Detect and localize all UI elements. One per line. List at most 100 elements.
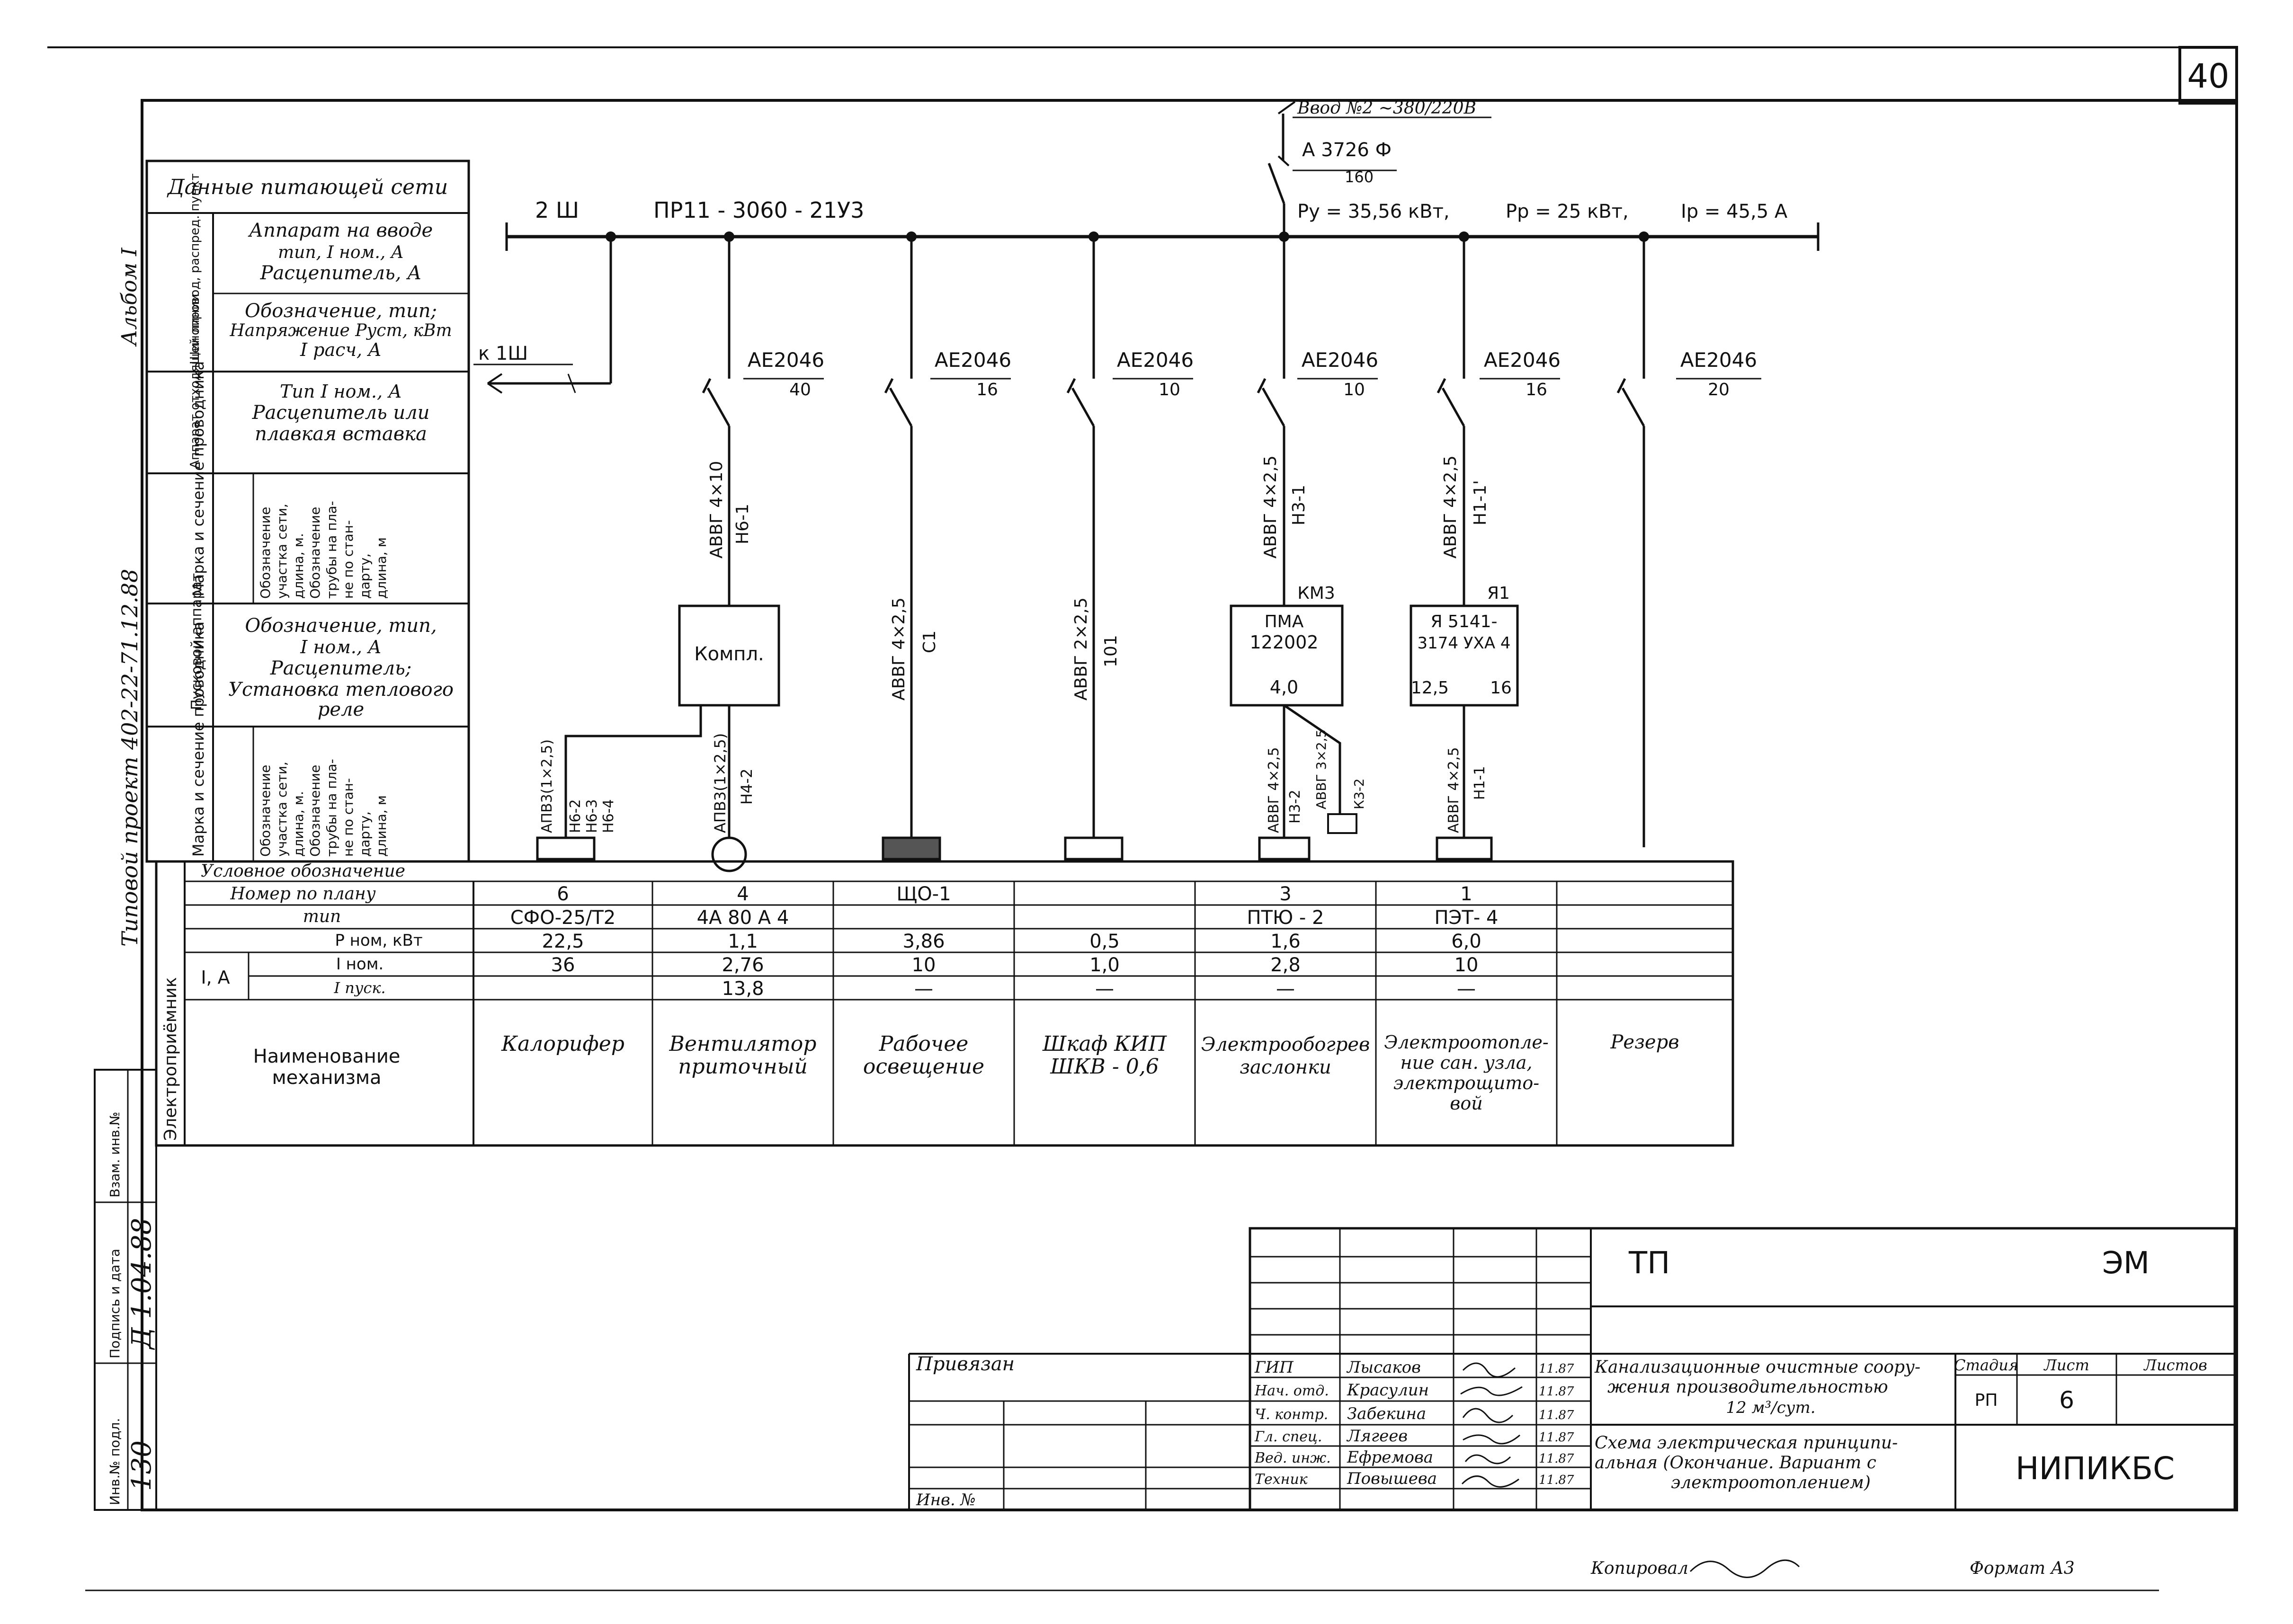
- mech-col-3-l2: освещение: [863, 1055, 984, 1079]
- feeder-1sh-label: к 1Ш: [478, 343, 528, 364]
- istart-col-2: 13,8: [722, 978, 764, 1000]
- breaker-3: АЕ2046: [1117, 348, 1194, 372]
- starter-row-l2: I ном., А: [300, 637, 382, 657]
- column-plan-no: 6 4 ЩО-1 3 1: [557, 883, 1472, 905]
- signature: [1461, 1475, 1519, 1488]
- tb-role-2: Нач. отд.: [1254, 1383, 1329, 1399]
- tb-name-4: Лягеев: [1346, 1427, 1408, 1446]
- mech-col-4-l2: ШКВ - 0,6: [1050, 1055, 1159, 1079]
- inom-col-6: 10: [1454, 954, 1479, 976]
- pma-cable2-c: АВВГ 3×2,5: [1313, 729, 1329, 809]
- motor-symbol: [711, 836, 747, 872]
- receiver-table: Электроприёмник Условное обозначение Ном…: [155, 860, 1734, 1147]
- inom-col-4: 1,0: [1089, 954, 1120, 976]
- cable2-row-text-8: длина, м: [374, 795, 389, 857]
- signature: [1464, 1454, 1511, 1464]
- tb-object-l2: жения производительностью: [1607, 1377, 1888, 1397]
- line-1: Н6-1: [733, 504, 752, 544]
- strip-inv-label: Инв.№ подл.: [107, 1418, 123, 1505]
- starter-row-l4: Установка теплового: [228, 679, 454, 701]
- heater-cable2-a: АПВ3(1×2,5): [539, 739, 555, 833]
- cable-row-text-4: Обозначение: [307, 507, 323, 599]
- tb-role-1: ГИП: [1254, 1358, 1294, 1377]
- mech-col-6-l2: ние сан. узла,: [1401, 1052, 1533, 1073]
- bus-dot: [606, 231, 616, 242]
- cable2-row-text-4: Обозначение: [307, 765, 323, 857]
- starter-pma-tag: КМ3: [1297, 584, 1335, 603]
- tb-date-5: 11.87: [1539, 1452, 1574, 1466]
- mech-col-3-l1: Рабочее: [879, 1032, 969, 1056]
- bus-pp: Рр = 25 кВт,: [1506, 201, 1629, 222]
- strip-sign-value: Д 1.04.88: [126, 1218, 157, 1350]
- heater-cable2-b: Н6-2: [567, 799, 584, 833]
- cable2-row-text-6: не по стан-: [340, 778, 356, 857]
- mech-col-2-l2: приточный: [678, 1055, 808, 1079]
- busbar-row2-l3: I расч, А: [300, 339, 382, 360]
- tb-date-3: 11.87: [1539, 1408, 1574, 1422]
- input-label: Ввод №2 ~380/220В: [1297, 98, 1476, 118]
- plan-no-col-6: 1: [1460, 883, 1472, 905]
- mech-col-5-l1: Электрообогрев: [1201, 1034, 1370, 1056]
- starter-pma-l3: 4,0: [1270, 677, 1298, 698]
- sheet-number-box: [2178, 46, 2238, 105]
- signature: [1463, 1434, 1520, 1445]
- istart-col-6: —: [1457, 978, 1476, 1000]
- pnom-col-1: 22,5: [542, 931, 584, 952]
- tb-sheets-header: Листов: [2143, 1356, 2207, 1374]
- starter-group-label: Пусковой аппарат: [188, 573, 205, 710]
- tb-name-3: Забекина: [1347, 1404, 1426, 1423]
- inventory-strip: [94, 1069, 157, 1511]
- istart-col-5: —: [1276, 978, 1295, 1000]
- pma-terminal: [1258, 836, 1311, 861]
- pma-cable2-a: АВВГ 4×2,5: [1266, 747, 1282, 833]
- starter-pma: [1230, 604, 1344, 707]
- tb-drawing-l2: альная (Окончание. Вариант с: [1595, 1453, 1876, 1473]
- inom-label: I ном.: [336, 955, 384, 974]
- cable-group-1-label: Марка и сечение проводника: [189, 361, 207, 596]
- tb-name-6: Повышева: [1347, 1469, 1437, 1488]
- inom-col-3: 10: [912, 954, 936, 976]
- heater-cable2-d: Н6-4: [600, 799, 617, 833]
- pnom-col-6: 6,0: [1451, 931, 1481, 952]
- cable-row-text-2: участка сети,: [274, 504, 290, 599]
- input-line: [1267, 101, 1491, 237]
- tb-role-3: Ч. контр.: [1255, 1406, 1328, 1423]
- tb-stage: РП: [1975, 1391, 1998, 1410]
- pnom-col-3: 3,86: [902, 931, 945, 952]
- cable-3: АВВГ 2×2,5: [1071, 597, 1091, 701]
- pma-cable2-d: К3-2: [1351, 778, 1367, 809]
- pma-cable2-b: Н3-2: [1287, 790, 1303, 824]
- breaker-4-rating: 10: [1343, 380, 1365, 399]
- cable-row-text-8: длина, м: [374, 537, 389, 599]
- starter-row-l3: Расцепитель;: [270, 657, 412, 679]
- busbar-row1-l2: тип, I ном., А: [278, 243, 404, 262]
- pnom-label: Р ном, кВт: [335, 931, 422, 950]
- tb-code-left: ТП: [1628, 1246, 1670, 1281]
- tb-date-1: 11.87: [1539, 1362, 1574, 1376]
- footer-format: Формат А3: [1970, 1559, 2075, 1578]
- starter-ya-l3: 12,5: [1411, 678, 1449, 698]
- outgoing-group-label: Аппарат отходящей линии: [188, 294, 202, 469]
- breaker-1-rating: 40: [789, 380, 811, 399]
- bus-type: ПР11 - 3060 - 21У3: [653, 197, 864, 223]
- bus-ip: Iр = 45,5 А: [1681, 201, 1788, 222]
- line-4: Н3-1: [1289, 485, 1309, 525]
- tb-name-1: Лысаков: [1346, 1358, 1421, 1377]
- tb-object-l1: Канализационные очистные соору-: [1594, 1358, 1920, 1377]
- starter-ya-l2: 3174 УХА 4: [1417, 634, 1510, 653]
- cable2-row-text-1: Обозначение: [258, 765, 273, 857]
- feeder-1sh: [473, 237, 612, 394]
- album-label: Альбом I: [117, 247, 142, 347]
- column-istart: 13,8 — — — —: [722, 978, 1476, 1000]
- tb-stage-header: Стадия: [1954, 1356, 2018, 1374]
- tb-org: НИПИКБС: [2016, 1450, 2175, 1487]
- bus-py: Ру = 35,56 кВт,: [1297, 201, 1450, 222]
- mech-col-5-l2: заслонки: [1240, 1056, 1331, 1078]
- starter-row-l5: реле: [318, 699, 364, 720]
- fan-cable2-b: Н4-2: [738, 769, 756, 805]
- breaker-2-rating: 16: [976, 380, 998, 399]
- tb-date-6: 11.87: [1539, 1473, 1574, 1487]
- outgoing-row-l3: плавкая вставка: [255, 423, 427, 445]
- mech-col-6-l3: электрощито-: [1393, 1073, 1539, 1093]
